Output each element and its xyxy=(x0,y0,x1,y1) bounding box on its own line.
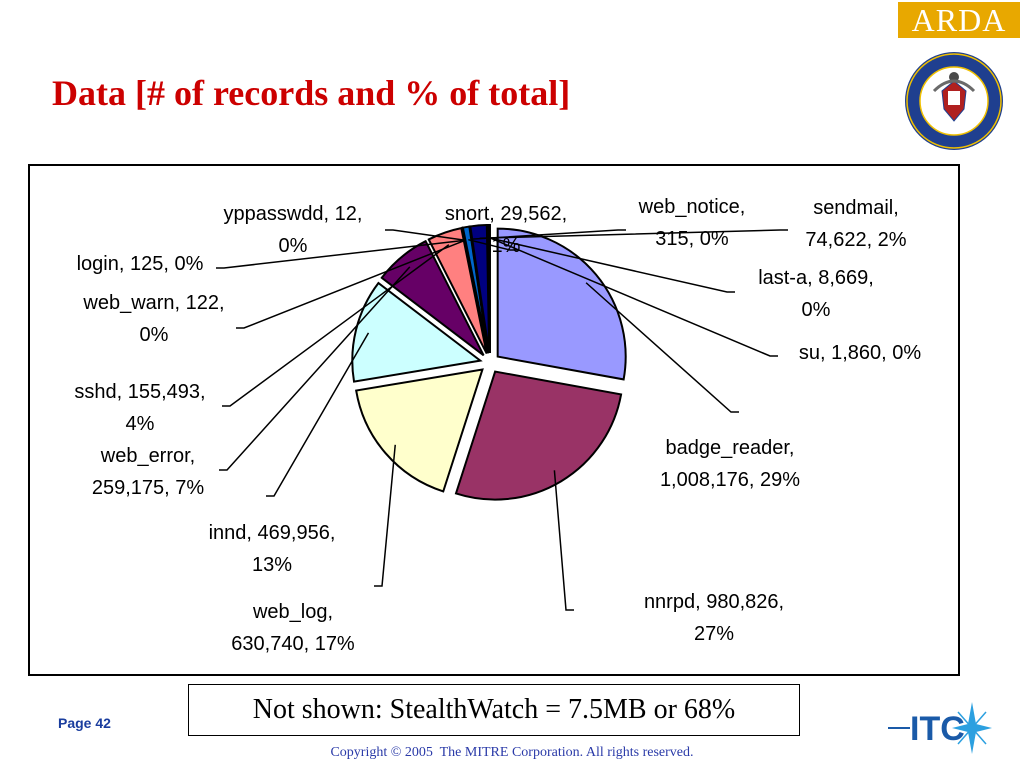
leader-line-badge-reader xyxy=(585,282,739,413)
leader-line-web-error xyxy=(219,266,411,471)
leader-line-web-warn xyxy=(236,239,466,329)
copyright-notice: Copyright © 2005 The MITRE Corporation. … xyxy=(330,745,694,760)
slice-label-last-a: last-a, 8,669, 0% xyxy=(758,267,874,321)
slice-label-line: innd, 469,956, xyxy=(209,522,336,544)
leader-line-login xyxy=(216,239,466,269)
pie-slice-badge-reader xyxy=(496,227,627,381)
slice-label-innd: innd, 469,956, 13% xyxy=(209,522,336,576)
slice-label-line: yppasswdd, 12, xyxy=(224,203,363,225)
slice-label-web-log: web_log, 630,740, 17% xyxy=(231,601,355,655)
leader-lines xyxy=(216,229,788,611)
slice-label-line: 27% xyxy=(694,623,734,645)
slice-labels: badge_reader, 1,008,176, 29% nnrpd, 980,82… xyxy=(74,196,921,655)
slice-label-yppasswdd: yppasswdd, 12, 0% xyxy=(224,203,363,257)
slice-label-snort: snort, 29,562, 1% xyxy=(445,203,567,257)
slice-label-line: 0% xyxy=(140,324,169,346)
slice-label-line: last-a, 8,669, xyxy=(758,267,874,289)
slice-label-web-warn: web_warn, 122, 0% xyxy=(82,292,224,346)
pie-slice-web-log xyxy=(355,368,484,493)
slice-label-line: su, 1,860, 0% xyxy=(799,342,922,364)
arda-logo: ARDA xyxy=(898,2,1020,38)
slice-label-line: 0% xyxy=(802,299,831,321)
leader-line-innd xyxy=(266,332,370,497)
pie-slices xyxy=(351,223,627,501)
star-burst-icon xyxy=(952,702,992,754)
agency-seal-icon xyxy=(905,52,1003,150)
slice-label-line: web_log, xyxy=(252,601,333,623)
leader-line-web-notice xyxy=(471,229,626,240)
itc-logo-text: ITC xyxy=(910,710,965,748)
leader-line-web-log xyxy=(374,444,396,587)
slice-label-sendmail: sendmail, 74,622, 2% xyxy=(805,197,906,251)
slice-label-badge-reader: badge_reader, 1,008,176, 29% xyxy=(660,437,800,491)
slice-label-line: nnrpd, 980,826, xyxy=(644,591,784,613)
slice-label-line: web_warn, 122, xyxy=(82,292,224,314)
footnote-box: Not shown: StealthWatch = 7.5MB or 68% xyxy=(188,684,800,736)
slice-label-web-notice: web_notice, 315, 0% xyxy=(638,196,746,250)
slice-label-line: 1% xyxy=(492,235,521,257)
slice-label-nnrpd: nnrpd, 980,826, 27% xyxy=(644,591,784,645)
leader-line-yppasswdd xyxy=(385,229,466,242)
leader-line-su xyxy=(489,237,778,357)
slice-label-sshd: sshd, 155,493, 4% xyxy=(74,381,205,435)
slice-label-line: 1,008,176, 29% xyxy=(660,469,800,491)
pie-slice-nnrpd xyxy=(454,370,623,501)
leader-line-snort xyxy=(468,238,518,251)
slice-label-line: badge_reader, xyxy=(665,437,794,459)
slice-label-line: 630,740, 17% xyxy=(231,633,355,655)
leader-line-sshd xyxy=(222,244,450,407)
slide-title: Data [# of records and % of total] xyxy=(52,73,571,113)
pie-chart: badge_reader, 1,008,176, 29% nnrpd, 980,82… xyxy=(74,196,921,655)
leader-line-last-a xyxy=(488,237,735,293)
slice-label-line: web_notice, xyxy=(638,196,746,218)
slice-label-line: 0% xyxy=(279,235,308,257)
chart-frame: badge_reader, 1,008,176, 29% nnrpd, 980,82… xyxy=(28,164,960,676)
slice-label-line: 74,622, 2% xyxy=(805,229,906,251)
leader-line-nnrpd xyxy=(553,470,574,611)
slice-label-line: 4% xyxy=(126,413,155,435)
itc-logo: ITC xyxy=(888,702,992,754)
slice-label-line: 13% xyxy=(252,554,292,576)
slice-label-line: web_error, xyxy=(100,445,196,467)
slice-label-line: 259,175, 7% xyxy=(92,477,205,499)
slice-label-login: login, 125, 0% xyxy=(77,253,204,275)
pie-slice-innd xyxy=(351,281,483,383)
slice-label-line: snort, 29,562, xyxy=(445,203,567,225)
slice-label-web-error: web_error, 259,175, 7% xyxy=(92,445,205,499)
slice-label-line: login, 125, 0% xyxy=(77,253,204,275)
pie-slice-sshd xyxy=(427,226,488,355)
slice-label-su: su, 1,860, 0% xyxy=(799,342,922,364)
leader-line-sendmail xyxy=(479,229,788,239)
slice-label-line: 315, 0% xyxy=(655,228,729,250)
slice-label-line: sendmail, xyxy=(813,197,899,219)
page-number: Page 42 xyxy=(58,715,111,731)
slice-label-line: sshd, 155,493, xyxy=(74,381,205,403)
